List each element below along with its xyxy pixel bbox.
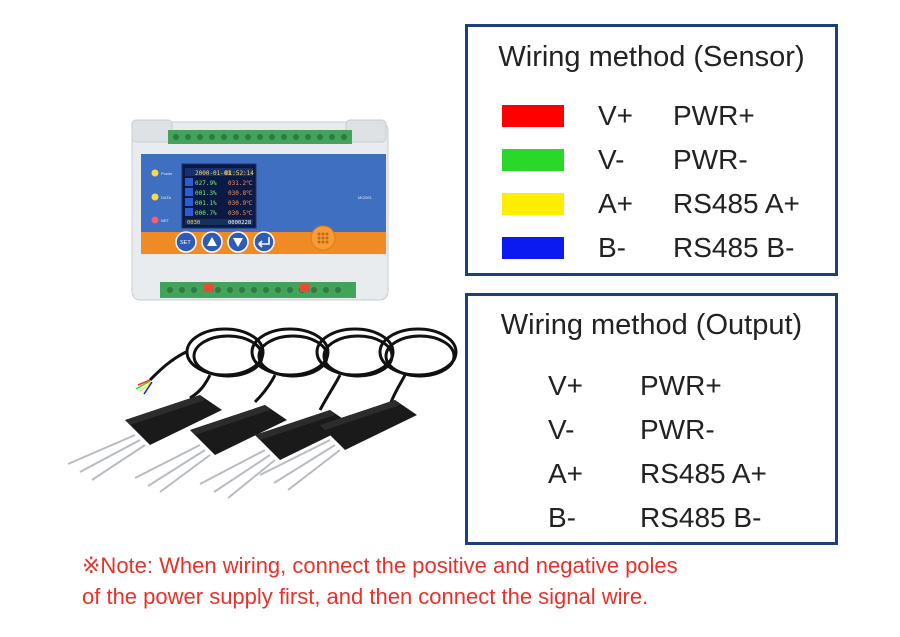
device-face — [141, 154, 386, 240]
screen-reading-left-3: 001.1% — [195, 200, 217, 207]
sensor-function: PWR- — [673, 144, 748, 175]
sensor-row-bminus: B- RS485 B- — [468, 228, 835, 268]
data-led-icon — [151, 193, 159, 201]
sensor-function: RS485 A+ — [673, 188, 800, 219]
output-wiring-panel: Wiring method (Output) V+ PWR+ V- PWR- A… — [465, 293, 838, 545]
sensor-wiring-panel: Wiring method (Sensor) V+ PWR+ V- PWR- A… — [465, 24, 838, 276]
screen-footer-right: 0000228 — [228, 220, 251, 226]
sensor-panel-title: Wiring method (Sensor) — [498, 41, 805, 73]
output-function: RS485 A+ — [640, 458, 767, 489]
screen-time: 01:52:14 — [225, 170, 254, 177]
output-function: PWR- — [640, 414, 715, 445]
color-swatch-green — [502, 149, 564, 171]
output-row-aplus: A+ RS485 A+ — [468, 454, 835, 494]
output-function: RS485 B- — [640, 502, 762, 533]
output-row-bminus: B- RS485 B- — [468, 498, 835, 538]
controller-device — [131, 119, 389, 301]
led-label-net: NET — [161, 218, 170, 223]
output-signal: V- — [548, 414, 575, 445]
output-row-vplus: V+ PWR+ — [468, 366, 835, 406]
screen-date: 2000-01-01 — [195, 170, 232, 177]
power-led-icon — [151, 169, 159, 177]
screen-reading-right-2: 030.8℃ — [228, 190, 253, 197]
screen-footer-left: 0030 — [187, 220, 200, 226]
soil-probes — [67, 395, 417, 499]
led-label-data: DATA — [161, 195, 171, 200]
sensor-signal: A+ — [598, 188, 634, 219]
color-swatch-yellow — [502, 193, 564, 215]
wiring-note: ※Note: When wiring, connect the positive… — [82, 553, 678, 609]
sensor-row-vminus: V- PWR- — [468, 140, 835, 180]
screen-reading-left-1: 027.9% — [195, 180, 217, 187]
output-function: PWR+ — [640, 370, 722, 401]
net-led-icon — [151, 216, 159, 224]
output-signal: A+ — [548, 458, 584, 489]
screen-reading-right-4: 030.5℃ — [228, 210, 253, 217]
output-row-vminus: V- PWR- — [468, 410, 835, 450]
model-label: MODEL — [358, 195, 373, 200]
set-button-icon — [175, 231, 197, 253]
sensor-signal: B- — [598, 232, 626, 263]
sensor-cables — [148, 327, 458, 421]
sensor-row-aplus: A+ RS485 A+ — [468, 184, 835, 224]
output-signal: B- — [548, 502, 576, 533]
led-label-power: Power — [161, 171, 173, 176]
screen-reading-left-2: 001.3% — [195, 190, 217, 197]
output-panel-title: Wiring method (Output) — [500, 309, 803, 341]
sensor-function: RS485 B- — [673, 232, 795, 263]
color-swatch-blue — [502, 237, 564, 259]
sensor-row-vplus: V+ PWR+ — [468, 96, 835, 136]
screen-reading-right-3: 030.9℃ — [228, 200, 253, 207]
enter-button-icon — [253, 231, 275, 253]
screen-reading-left-4: 000.7% — [195, 210, 217, 217]
screen-reading-right-1: 031.2℃ — [228, 180, 253, 187]
sensor-signal: V- — [598, 144, 625, 175]
color-swatch-red — [502, 105, 564, 127]
product-illustration: 2000-01-01 01:52:14 027.9% 031.2℃ 001.3%… — [67, 119, 458, 499]
button-set-label: SET — [180, 240, 191, 246]
sensor-function: PWR+ — [673, 100, 755, 131]
sensor-signal: V+ — [598, 100, 634, 131]
output-signal: V+ — [548, 370, 584, 401]
